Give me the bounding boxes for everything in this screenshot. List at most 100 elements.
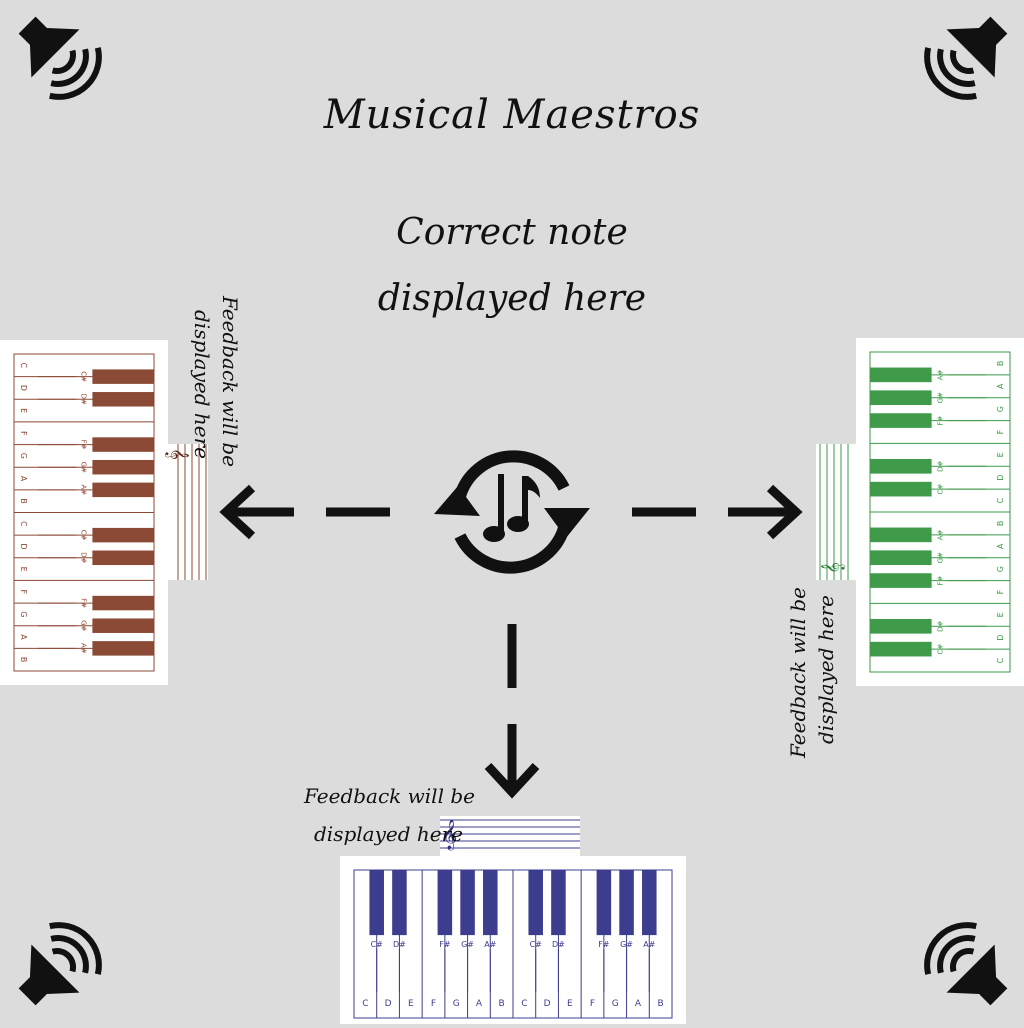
black-key[interactable]	[92, 595, 154, 611]
black-key[interactable]	[92, 392, 154, 407]
black-key[interactable]	[619, 870, 634, 936]
black-key[interactable]	[437, 870, 453, 936]
black-key[interactable]	[460, 870, 475, 936]
black-key-label: F#	[598, 940, 610, 949]
black-key[interactable]	[870, 458, 932, 474]
black-key[interactable]	[870, 641, 932, 657]
black-key[interactable]	[92, 527, 154, 543]
white-key-label: D	[996, 475, 1005, 481]
white-key-label: F	[19, 431, 28, 436]
app-title: Musical Maestros	[323, 92, 701, 138]
black-key-label: G#	[937, 392, 945, 403]
white-key-label: G	[996, 406, 1005, 412]
black-key[interactable]	[92, 641, 154, 656]
white-key-label: B	[499, 999, 505, 1009]
black-key[interactable]	[596, 870, 612, 936]
white-key-label: E	[996, 452, 1005, 457]
speaker-icon-top-right[interactable]	[920, 0, 1024, 104]
arrow-right-icon	[632, 484, 803, 540]
music-note-cycle-icon[interactable]	[424, 436, 600, 586]
black-key-label: G#	[620, 940, 633, 949]
white-key-label: E	[19, 408, 28, 413]
black-key-label: C#	[937, 644, 945, 655]
white-key-label: E	[408, 999, 414, 1009]
black-key[interactable]	[642, 870, 657, 936]
black-key[interactable]	[483, 870, 498, 936]
black-key[interactable]	[870, 618, 932, 634]
black-key-label: A#	[484, 940, 496, 949]
black-key[interactable]	[870, 367, 932, 383]
white-key-label: D	[19, 543, 28, 549]
black-key[interactable]	[369, 870, 384, 936]
arrow-left-icon	[219, 484, 390, 540]
correct-note-line-2: displayed here	[377, 278, 647, 319]
correct-note-line-1: Correct note	[396, 212, 628, 253]
treble-clef-icon: 𝄞	[442, 820, 458, 850]
white-key-label: E	[19, 567, 28, 572]
black-key[interactable]	[92, 482, 154, 498]
white-key-label: F	[590, 999, 595, 1009]
right-feedback-staff: 𝄞	[816, 444, 858, 580]
white-key-label: B	[19, 498, 28, 504]
white-key-label: D	[19, 385, 28, 391]
white-key-label: A	[635, 999, 642, 1009]
black-key[interactable]	[870, 573, 932, 588]
white-key-label: F	[19, 589, 28, 594]
white-key-label: B	[19, 657, 28, 663]
black-key-label: F#	[937, 575, 945, 585]
black-key-label: D#	[79, 394, 87, 405]
black-key-label: A#	[937, 369, 945, 380]
right-feedback-line-2: displayed here	[814, 595, 838, 744]
black-key[interactable]	[528, 870, 543, 936]
white-key-label: B	[996, 361, 1005, 367]
black-key[interactable]	[92, 369, 154, 384]
white-key-label: G	[19, 453, 28, 459]
left-feedback-text: Feedback will be displayed here	[176, 296, 256, 467]
black-key[interactable]	[870, 550, 932, 566]
black-key-label: F#	[79, 440, 87, 450]
correct-note-display: Correct note displayed here	[0, 200, 1024, 332]
white-key-label: F	[431, 999, 436, 1009]
black-key-label: G#	[461, 940, 474, 949]
white-key-label: G	[453, 999, 460, 1009]
white-key-label: A	[19, 634, 28, 640]
black-key[interactable]	[392, 870, 407, 936]
white-key-label: C	[996, 497, 1005, 503]
black-key-label: F#	[79, 598, 87, 608]
black-key[interactable]	[92, 550, 154, 566]
black-key[interactable]	[870, 390, 932, 406]
black-key[interactable]	[92, 459, 154, 475]
white-key-label: C	[521, 999, 527, 1009]
black-key[interactable]	[92, 618, 154, 633]
black-key[interactable]	[551, 870, 566, 936]
white-key-label: A	[19, 476, 28, 482]
white-key-label: D	[385, 999, 392, 1009]
arrow-down-icon	[484, 624, 540, 799]
white-key-label: C	[19, 363, 28, 369]
white-key-label: B	[996, 521, 1005, 527]
white-key-label: D	[544, 999, 551, 1009]
black-key[interactable]	[870, 527, 932, 543]
bottom-feedback-staff: 𝄞	[440, 816, 580, 858]
speaker-icon-bottom-left[interactable]	[2, 918, 106, 1022]
speaker-icon-bottom-right[interactable]	[920, 918, 1024, 1022]
black-key-label: G#	[79, 620, 87, 631]
speaker-icon-top-left[interactable]	[2, 0, 106, 104]
black-key[interactable]	[870, 413, 932, 428]
white-key-label: C	[996, 657, 1005, 663]
white-key-label: A	[996, 383, 1005, 389]
black-key-label: D#	[937, 621, 945, 632]
left-feedback-line-1: Feedback will be	[218, 296, 242, 467]
black-key[interactable]	[870, 481, 932, 497]
black-key[interactable]	[92, 437, 154, 452]
black-key-label: F#	[937, 415, 945, 425]
treble-clef-icon: 𝄞	[819, 562, 844, 574]
left-feedback-line-2: displayed here	[190, 310, 214, 459]
right-feedback-line-1: Feedback will be	[786, 587, 810, 758]
white-key-label: G	[19, 611, 28, 617]
white-key-label: G	[612, 999, 619, 1009]
